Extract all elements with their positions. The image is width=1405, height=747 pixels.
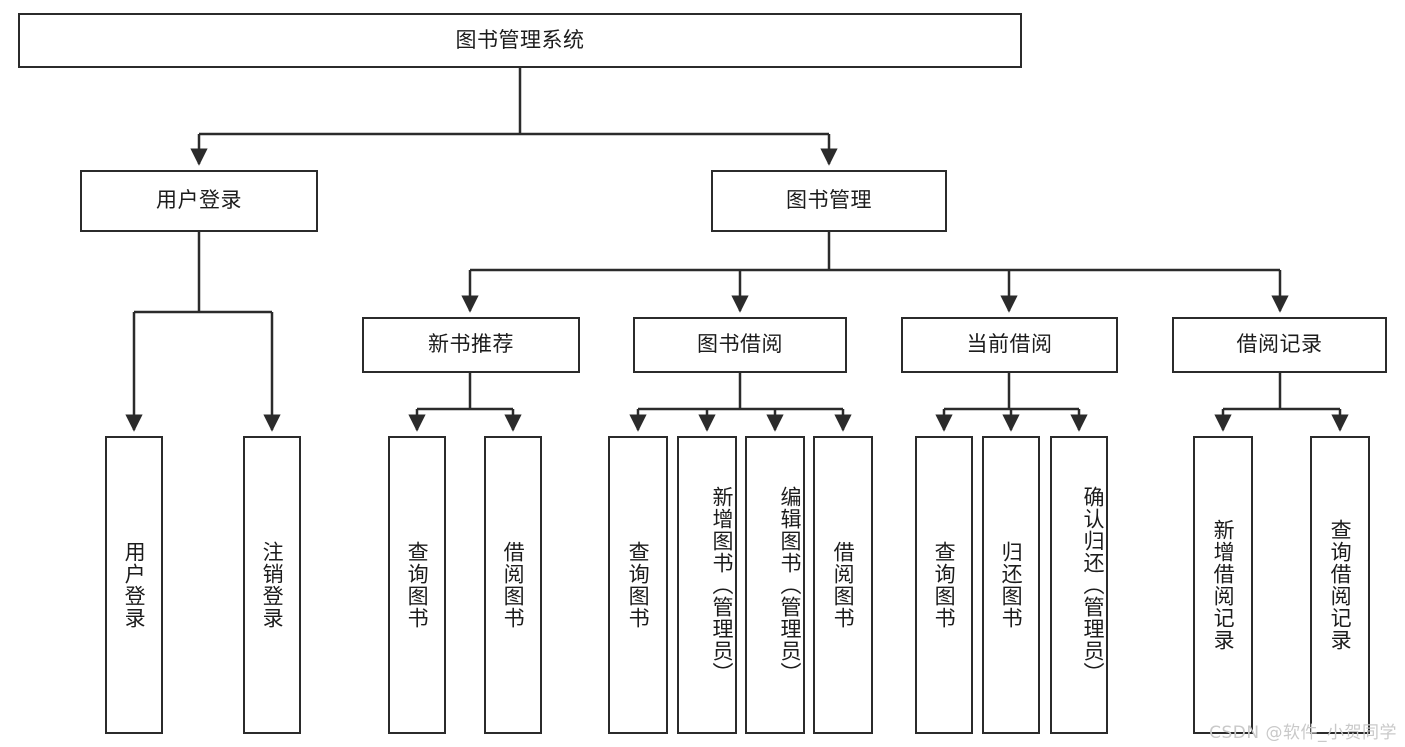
node-leaf-edit-book-label: 编辑图书（管理员） <box>778 486 802 684</box>
node-leaf-return-book-label: 归还图书 <box>999 541 1024 629</box>
node-leaf-return-book[interactable]: 归还图书 <box>982 436 1040 734</box>
node-leaf-confirm-return[interactable]: 确认归还（管理员） <box>1050 436 1108 734</box>
node-book-borrow[interactable]: 图书借阅 <box>633 317 847 373</box>
node-user-login[interactable]: 用户登录 <box>80 170 318 232</box>
node-borrow-record[interactable]: 借阅记录 <box>1172 317 1387 373</box>
watermark-text: CSDN @软件_小贺同学 <box>1209 723 1397 743</box>
node-current-borrow[interactable]: 当前借阅 <box>901 317 1118 373</box>
node-borrow-record-label: 借阅记录 <box>1236 332 1323 357</box>
node-leaf-query-book-1[interactable]: 查询图书 <box>388 436 446 734</box>
node-leaf-add-book-label: 新增图书（管理员） <box>710 486 734 684</box>
node-leaf-add-book[interactable]: 新增图书（管理员） <box>677 436 737 734</box>
node-book-manage-label: 图书管理 <box>786 188 872 213</box>
node-leaf-confirm-return-label: 确认归还（管理员） <box>1081 486 1105 684</box>
node-leaf-add-record-label: 新增借阅记录 <box>1211 519 1236 651</box>
node-leaf-borrow-book-1-label: 借阅图书 <box>501 541 526 629</box>
node-leaf-query-book-1-label: 查询图书 <box>405 541 430 629</box>
node-new-book-recommend[interactable]: 新书推荐 <box>362 317 580 373</box>
node-leaf-query-record[interactable]: 查询借阅记录 <box>1310 436 1370 734</box>
node-leaf-edit-book[interactable]: 编辑图书（管理员） <box>745 436 805 734</box>
node-leaf-query-book-2-label: 查询图书 <box>626 541 651 629</box>
node-current-borrow-label: 当前借阅 <box>966 332 1053 357</box>
node-leaf-borrow-book-2[interactable]: 借阅图书 <box>813 436 873 734</box>
node-user-login-label: 用户登录 <box>156 188 242 213</box>
node-leaf-borrow-book-2-label: 借阅图书 <box>831 541 856 629</box>
node-leaf-logout-login-label: 注销登录 <box>260 541 285 629</box>
node-leaf-user-login[interactable]: 用户登录 <box>105 436 163 734</box>
node-leaf-query-record-label: 查询借阅记录 <box>1328 519 1353 651</box>
node-root-label: 图书管理系统 <box>455 27 585 52</box>
node-root[interactable]: 图书管理系统 <box>18 13 1022 68</box>
node-leaf-user-login-label: 用户登录 <box>122 541 147 629</box>
node-new-book-recommend-label: 新书推荐 <box>428 332 514 357</box>
node-leaf-borrow-book-1[interactable]: 借阅图书 <box>484 436 542 734</box>
node-leaf-add-record[interactable]: 新增借阅记录 <box>1193 436 1253 734</box>
node-book-manage[interactable]: 图书管理 <box>711 170 947 232</box>
node-leaf-logout-login[interactable]: 注销登录 <box>243 436 301 734</box>
node-leaf-query-book-3[interactable]: 查询图书 <box>915 436 973 734</box>
node-leaf-query-book-2[interactable]: 查询图书 <box>608 436 668 734</box>
node-book-borrow-label: 图书借阅 <box>697 332 783 357</box>
node-leaf-query-book-3-label: 查询图书 <box>932 541 957 629</box>
